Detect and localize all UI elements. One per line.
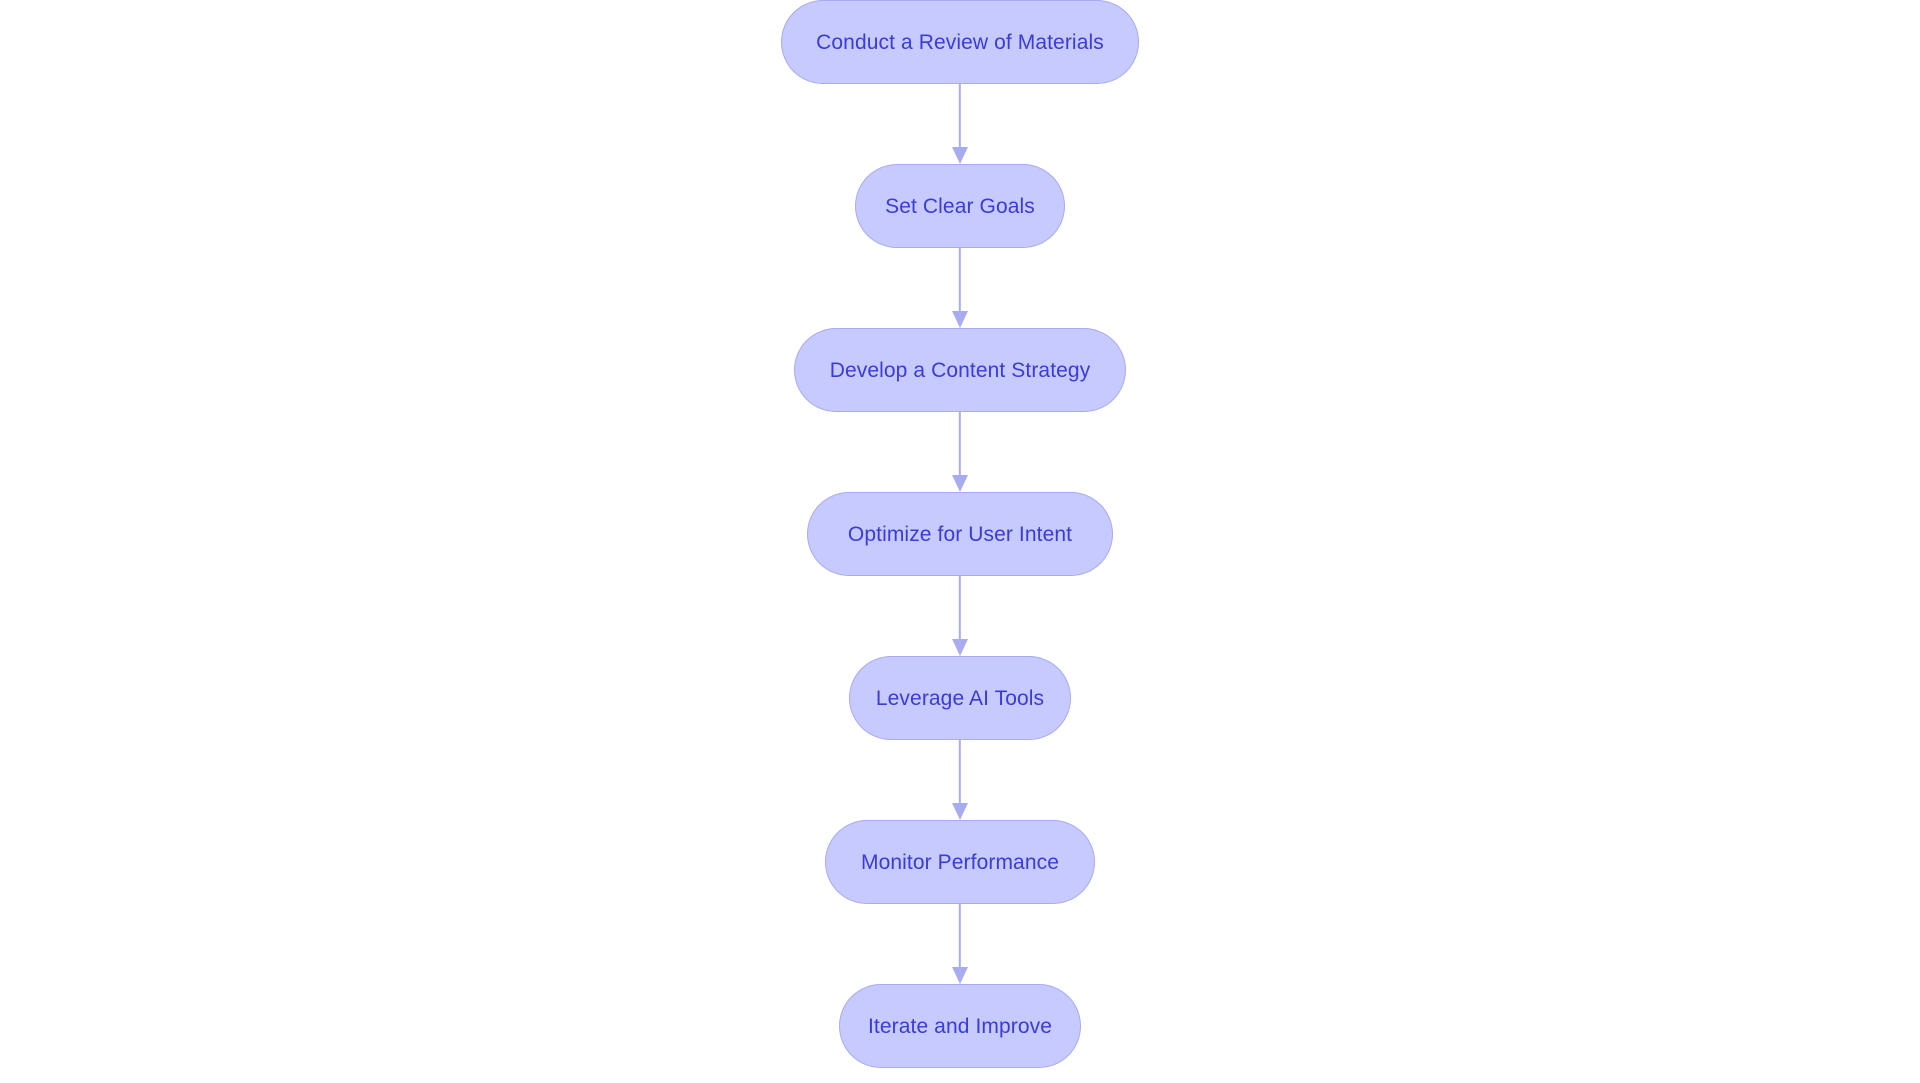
flowchart-node-label: Conduct a Review of Materials	[816, 30, 1104, 54]
down-arrow-icon	[952, 475, 968, 492]
flowchart-connector-5-to-6	[950, 740, 970, 820]
connector-line	[958, 412, 962, 476]
flowchart-node-label: Set Clear Goals	[885, 194, 1035, 218]
flowchart-node-step-5[interactable]: Leverage AI Tools	[849, 656, 1071, 740]
flowchart-connector-3-to-4	[950, 412, 970, 492]
flowchart-node-label: Leverage AI Tools	[875, 686, 1045, 710]
flowchart-node-step-4[interactable]: Optimize for User Intent	[807, 492, 1113, 576]
flowchart-node-step-6[interactable]: Monitor Performance	[825, 820, 1095, 904]
flowchart-node-step-7[interactable]: Iterate and Improve	[839, 984, 1081, 1068]
flowchart-connector-6-to-7	[950, 904, 970, 984]
flowchart-node-label: Monitor Performance	[861, 850, 1059, 874]
connector-line	[958, 740, 962, 804]
down-arrow-icon	[952, 639, 968, 656]
connector-line	[958, 904, 962, 968]
down-arrow-icon	[952, 311, 968, 328]
connector-line	[958, 248, 962, 312]
down-arrow-icon	[952, 967, 968, 984]
down-arrow-icon	[952, 803, 968, 820]
flowchart-node-label: Optimize for User Intent	[847, 522, 1073, 546]
flowchart-connector-1-to-2	[950, 84, 970, 164]
flowchart-node-step-2[interactable]: Set Clear Goals	[855, 164, 1065, 248]
flowchart-node-label: Develop a Content Strategy	[829, 358, 1091, 382]
connector-line	[958, 576, 962, 640]
flowchart-node-label: Iterate and Improve	[868, 1014, 1052, 1038]
connector-line	[958, 84, 962, 148]
down-arrow-icon	[952, 147, 968, 164]
flowchart-connector-2-to-3	[950, 248, 970, 328]
flowchart-node-step-3[interactable]: Develop a Content Strategy	[794, 328, 1126, 412]
flowchart-node-step-1[interactable]: Conduct a Review of Materials	[781, 0, 1139, 84]
flowchart-connector-4-to-5	[950, 576, 970, 656]
